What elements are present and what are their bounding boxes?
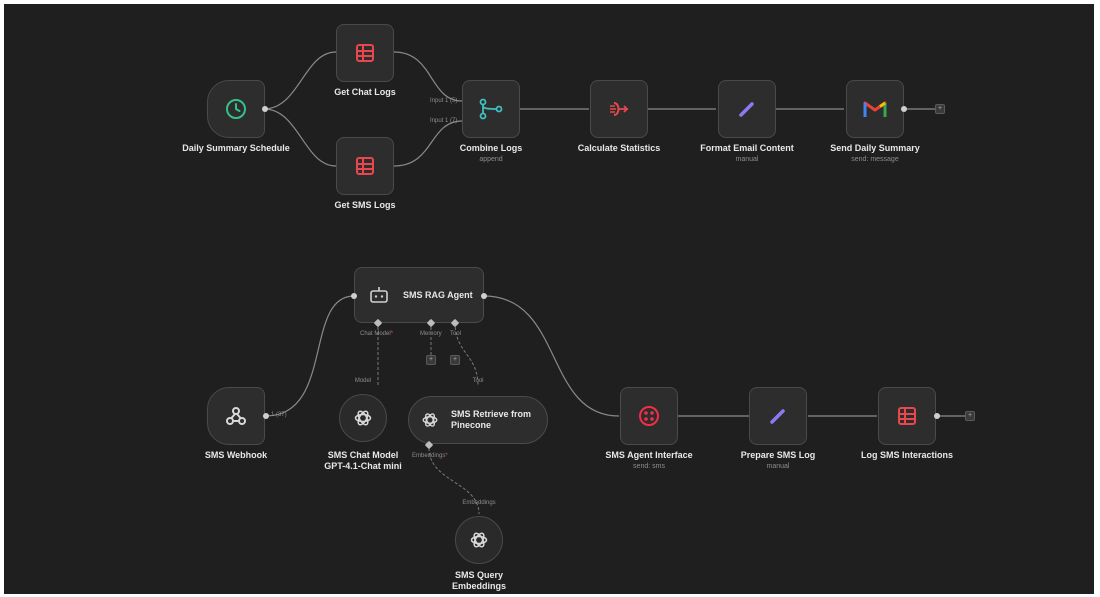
sms-agent-interface-sub: send: sms	[633, 463, 665, 470]
format-email-content-sub: manual	[735, 156, 759, 163]
agent-chat-model-port-label: Chat Model*	[360, 331, 394, 337]
sms-query-embeddings-node[interactable]	[455, 516, 503, 564]
sms-chat-model-node[interactable]	[339, 394, 387, 442]
combine-input-1-label: Input 1 (5)	[430, 98, 458, 104]
openai-icon	[353, 408, 373, 428]
prepare-sms-log-label: Prepare SMS Log	[740, 450, 816, 460]
edge-tool-to-retriever	[454, 321, 479, 387]
pencil-icon	[737, 99, 757, 119]
chat-model-port-label: Model	[354, 378, 372, 384]
workflow-canvas[interactable]: Daily Summary Schedule Get Chat Logs Get…	[4, 4, 1094, 594]
sms-rag-agent-label: SMS RAG Agent	[403, 290, 473, 300]
retriever-embeddings-port-label: Embeddings*	[412, 453, 448, 459]
openai-icon	[421, 411, 439, 429]
edge-chat-logs-to-combine	[393, 51, 463, 102]
pencil-icon	[768, 406, 788, 426]
calculate-statistics-node[interactable]	[590, 80, 648, 138]
twilio-icon	[638, 405, 660, 427]
prepare-sms-log-node[interactable]	[749, 387, 807, 445]
sheets-icon	[355, 43, 375, 63]
combine-logs-label: Combine Logs	[459, 143, 523, 153]
merge-icon	[479, 98, 503, 120]
add-memory-button[interactable]: +	[426, 355, 436, 365]
sms-retrieve-pinecone-label: SMS Retrieve from Pinecone	[451, 409, 532, 430]
edge-schedule-to-sms-logs	[263, 108, 337, 167]
format-email-content-label: Format Email Content	[700, 143, 794, 153]
log-sms-interactions-label: Log SMS Interactions	[860, 450, 953, 460]
clock-icon	[225, 98, 247, 120]
prepare-sms-log-sub: manual	[766, 463, 790, 470]
get-sms-logs-node[interactable]	[336, 137, 394, 195]
sms-rag-agent-node[interactable]: SMS RAG Agent	[354, 267, 484, 323]
edge-schedule-to-chat-logs	[263, 51, 337, 110]
edge-agent-to-sms-interface	[483, 295, 620, 417]
edge-retriever-to-embeddings	[428, 447, 480, 515]
combine-input-2-label: Input 1 (7)	[430, 118, 458, 124]
sms-chat-model-label: SMS Chat Model GPT-4.1-Chat mini	[324, 450, 402, 471]
daily-summary-schedule-node[interactable]	[207, 80, 265, 138]
sms-query-embeddings-label: SMS Query Embeddings	[451, 570, 506, 591]
edge-sms-logs-to-combine	[393, 120, 463, 167]
embeddings-port-label: Embeddings	[462, 500, 496, 506]
send-summary-output-handle[interactable]	[901, 106, 907, 112]
agent-tool-port-label: Tool	[450, 331, 462, 337]
agent-input-handle[interactable]	[351, 293, 357, 299]
webhook-output-count: 1 (37)	[271, 412, 287, 418]
get-chat-logs-node[interactable]	[336, 24, 394, 82]
sheets-icon	[355, 156, 375, 176]
add-tool-button[interactable]: +	[450, 355, 460, 365]
sms-webhook-node[interactable]	[207, 387, 265, 445]
sms-webhook-label: SMS Webhook	[204, 450, 268, 460]
webhook-output-handle[interactable]	[263, 413, 269, 419]
robot-icon	[369, 286, 389, 304]
log-sms-interactions-node[interactable]	[878, 387, 936, 445]
agent-memory-port-label: Memory	[420, 331, 442, 337]
combine-logs-node[interactable]	[462, 80, 520, 138]
send-daily-summary-label: Send Daily Summary	[830, 143, 920, 153]
gmail-icon	[863, 100, 887, 118]
sms-retrieve-pinecone-node[interactable]: SMS Retrieve from Pinecone	[408, 396, 548, 444]
daily-summary-schedule-label: Daily Summary Schedule	[182, 143, 290, 153]
openai-icon	[469, 530, 489, 550]
webhook-icon	[225, 405, 247, 427]
add-node-button-top[interactable]: +	[935, 104, 945, 114]
edge-webhook-to-agent	[265, 295, 355, 417]
schedule-output-handle[interactable]	[262, 106, 268, 112]
code-icon	[608, 99, 630, 119]
agent-output-handle[interactable]	[481, 293, 487, 299]
send-daily-summary-sub: send: message	[851, 156, 899, 163]
get-sms-logs-label: Get SMS Logs	[334, 200, 396, 210]
connection-edges	[263, 51, 966, 515]
retriever-tool-port-label: Tool	[472, 378, 484, 384]
send-daily-summary-node[interactable]	[846, 80, 904, 138]
sms-agent-interface-node[interactable]	[620, 387, 678, 445]
sheets-icon	[897, 406, 917, 426]
log-sms-output-handle[interactable]	[934, 413, 940, 419]
sms-agent-interface-label: SMS Agent Interface	[605, 450, 693, 460]
get-chat-logs-label: Get Chat Logs	[334, 87, 396, 97]
add-node-button-bottom[interactable]: +	[965, 411, 975, 421]
format-email-content-node[interactable]	[718, 80, 776, 138]
calculate-statistics-label: Calculate Statistics	[577, 143, 661, 153]
combine-logs-sub: append	[479, 156, 503, 163]
